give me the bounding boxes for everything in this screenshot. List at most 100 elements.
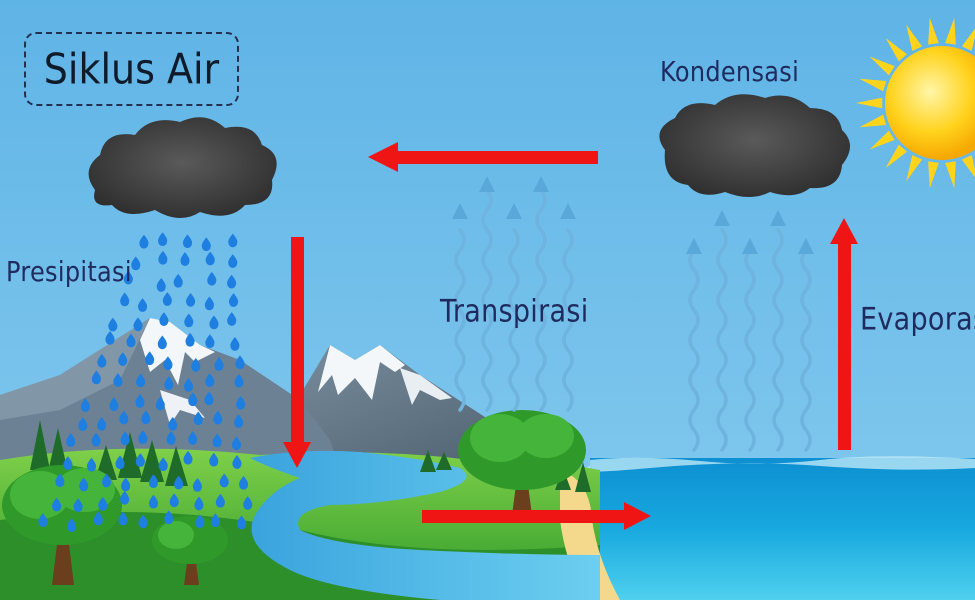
sun-ray [928,17,939,45]
raindrop-icon [231,436,242,451]
wave-arrow-head [506,203,522,219]
raindrop-icon [120,431,130,446]
raindrop-icon [79,477,89,492]
raindrop-icon [235,355,245,370]
raindrop-icon [78,417,88,432]
wave-arrow-icon [688,248,700,452]
wave-arrow-icon [772,228,784,452]
raindrop-icon [183,450,193,465]
raindrop-icon [91,370,101,385]
raindrop-icon [214,357,224,371]
raindrop-icon [138,430,148,445]
raindrop-icon [227,274,237,289]
sun-icon [856,17,975,189]
raindrop-icon [201,237,211,252]
sun-ray [906,24,923,51]
raindrop-icon [38,513,48,528]
wave-arrow-head [479,176,495,192]
wave-arrow-head [798,238,814,254]
wave-arrow-icon [481,188,493,412]
raindrop-icon [135,394,145,408]
raindrop-icon [186,292,196,307]
raindrop-icon [234,373,244,388]
raindrop-icon [52,497,62,512]
raindrops [38,232,253,532]
sun-ray [945,17,956,45]
wave-arrow-head [742,238,758,254]
raindrop-icon [180,252,190,266]
raindrop-icon [193,411,203,426]
raindrop-icon [148,474,159,489]
raindrop-icon [73,498,83,512]
raindrop-icon [185,332,195,347]
raindrop-icon [86,457,97,472]
raindrop-icon [164,510,174,525]
raindrop-icon [105,331,115,345]
label-evaporasi: Evaporasi [860,301,975,338]
raindrop-icon [205,334,215,349]
raindrop-icon [155,396,165,411]
raindrop-icon [148,494,159,509]
sun-ray [961,155,975,178]
raindrop-icon [228,233,238,248]
raindrop-icon [138,514,148,529]
wave-arrow-icon [535,188,547,412]
raindrop-icon [169,493,179,508]
sun-ray [961,28,975,51]
raindrop-icon [145,351,155,366]
raindrop-icon [158,250,168,265]
raindrop-icon [119,410,129,425]
raindrop-icon [98,496,108,511]
raindrop-icon [63,456,73,470]
raindrop-icon [135,453,145,467]
raindrop-icon [191,358,201,372]
label-kondensasi: Kondensasi [660,55,800,89]
raindrop-icon [184,313,194,328]
raindrop-icon [120,292,130,307]
wave-arrow-head [452,203,468,219]
wave-arrow-icon [454,228,466,412]
sun-ray [928,161,939,189]
raindrop-icon [204,391,214,406]
raindrop-icon [131,256,141,271]
raindrop-icon [228,254,238,268]
raindrop-icon [66,433,76,447]
raindrop-icon [192,478,202,492]
wave-arrow-head [533,176,549,192]
raindrop-icon [207,271,217,286]
raindrop-icon [108,317,118,332]
raindrop-icon [188,392,198,407]
title-box: Siklus Air [24,32,239,106]
wave-arrow-head [770,210,786,226]
sun-ray [869,130,895,150]
wave-arrow-head [686,238,702,254]
raindrop-icon [137,298,148,312]
wave-arrow-icon [800,248,812,452]
raindrop-icon [133,317,143,332]
raindrop-icon [159,312,169,326]
raindrop-icon [209,452,219,467]
raindrop-icon [236,515,247,530]
wave-arrow-icon [716,228,728,452]
raindrop-icon [234,414,244,428]
sun-ray [945,161,956,189]
raindrop-icon [173,273,183,288]
cloud-icon [88,117,277,219]
sun-ray [906,155,923,182]
raindrop-icon [136,373,146,388]
raindrop-icon [188,431,198,445]
raindrop-icon [205,373,215,387]
tree-icon [2,410,586,585]
raindrop-icon [195,514,205,529]
raindrop-icon [212,433,222,448]
raindrop-icon [166,430,176,445]
sun-ray [856,97,883,109]
raindrop-icon [215,493,225,508]
sun-ray [885,144,907,168]
raindrop-icon [219,473,229,488]
raindrop-icon [113,373,123,387]
raindrop-icon [182,234,193,249]
raindrop-icon [163,356,173,371]
